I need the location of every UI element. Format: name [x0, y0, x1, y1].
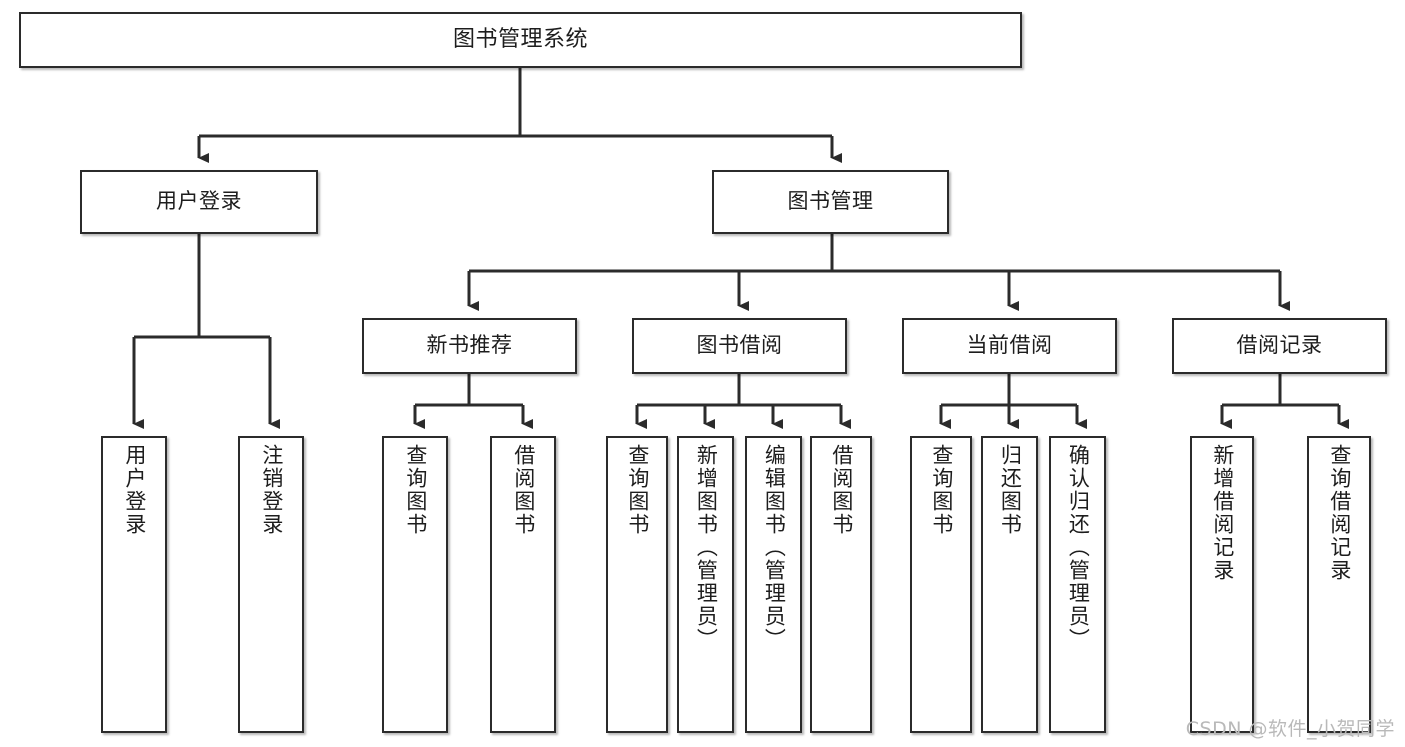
- node-current-borrow[interactable]: 当前借阅: [902, 318, 1117, 374]
- node-leaf-confirm-return-label: 确认归还（管理员）: [1066, 444, 1091, 651]
- node-user-login[interactable]: 用户登录: [80, 170, 318, 234]
- node-borrow-record-label: 借阅记录: [1236, 333, 1323, 358]
- node-user-login-label: 用户登录: [156, 189, 242, 214]
- node-leaf-logout[interactable]: 注销登录: [238, 436, 304, 733]
- node-current-borrow-label: 当前借阅: [966, 333, 1053, 358]
- node-leaf-edit-book-label: 编辑图书（管理员）: [762, 444, 787, 651]
- node-leaf-add-book[interactable]: 新增图书（管理员）: [677, 436, 734, 733]
- node-borrow-record[interactable]: 借阅记录: [1172, 318, 1387, 374]
- node-leaf-user-login-label: 用户登录: [122, 444, 147, 536]
- node-leaf-return-book[interactable]: 归还图书: [981, 436, 1038, 733]
- node-leaf-query-book-1[interactable]: 查询图书: [382, 436, 448, 733]
- csdn-watermark: CSDN @软件_小贺同学: [1185, 718, 1395, 740]
- node-leaf-add-book-label: 新增图书（管理员）: [694, 444, 719, 651]
- node-leaf-query-record[interactable]: 查询借阅记录: [1307, 436, 1371, 733]
- node-root-label: 图书管理系统: [452, 26, 588, 52]
- node-leaf-query-book-2-label: 查询图书: [625, 444, 650, 536]
- node-leaf-add-record-label: 新增借阅记录: [1210, 444, 1235, 582]
- node-root[interactable]: 图书管理系统: [19, 12, 1022, 68]
- node-book-management[interactable]: 图书管理: [712, 170, 949, 234]
- node-leaf-borrow-book-1[interactable]: 借阅图书: [490, 436, 556, 733]
- node-leaf-edit-book[interactable]: 编辑图书（管理员）: [745, 436, 802, 733]
- node-leaf-return-book-label: 归还图书: [998, 444, 1023, 536]
- node-leaf-borrow-book-2[interactable]: 借阅图书: [810, 436, 872, 733]
- node-leaf-user-login[interactable]: 用户登录: [101, 436, 167, 733]
- node-book-borrow-label: 图书借阅: [696, 333, 783, 358]
- node-book-management-label: 图书管理: [787, 189, 874, 214]
- node-leaf-logout-label: 注销登录: [259, 444, 284, 536]
- node-leaf-query-book-3-label: 查询图书: [929, 444, 954, 536]
- node-leaf-add-record[interactable]: 新增借阅记录: [1190, 436, 1254, 733]
- node-new-book-recommend-label: 新书推荐: [426, 333, 513, 358]
- node-leaf-query-record-label: 查询借阅记录: [1327, 444, 1352, 582]
- node-leaf-borrow-book-2-label: 借阅图书: [829, 444, 854, 536]
- node-book-borrow[interactable]: 图书借阅: [632, 318, 847, 374]
- node-leaf-query-book-1-label: 查询图书: [403, 444, 428, 536]
- node-new-book-recommend[interactable]: 新书推荐: [362, 318, 577, 374]
- node-leaf-borrow-book-1-label: 借阅图书: [511, 444, 536, 536]
- node-leaf-query-book-2[interactable]: 查询图书: [606, 436, 668, 733]
- node-leaf-query-book-3[interactable]: 查询图书: [910, 436, 972, 733]
- node-leaf-confirm-return[interactable]: 确认归还（管理员）: [1049, 436, 1106, 733]
